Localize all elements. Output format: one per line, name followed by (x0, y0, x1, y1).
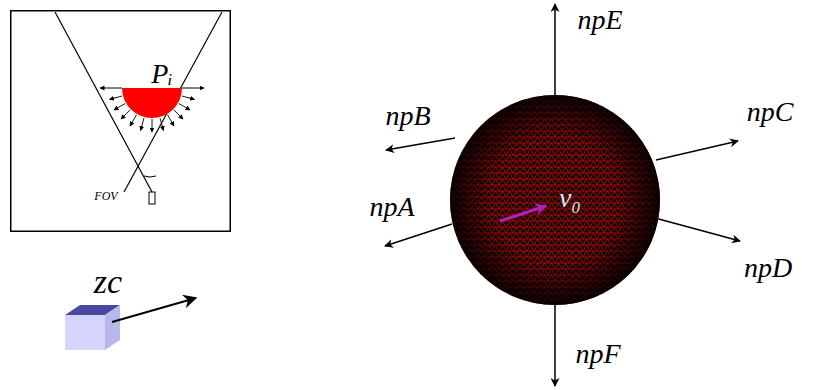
normal-label: npA (369, 193, 414, 221)
normal-label: npC (747, 98, 794, 126)
normal-label: npF (575, 340, 620, 368)
axis-label: zc (94, 265, 122, 299)
normal-label: npD (744, 254, 792, 282)
mesh-sphere: v₀ (450, 95, 660, 305)
fov-label: FOV (94, 190, 117, 202)
normal-label: npE (577, 6, 622, 34)
vertex-label: v₀ (559, 184, 581, 212)
node-outline (10, 10, 231, 232)
inset-box: PᵢFOV (10, 10, 231, 232)
node-outline (450, 95, 660, 305)
normal-label: npB (385, 102, 430, 130)
patch-label: Pᵢ (151, 60, 173, 88)
